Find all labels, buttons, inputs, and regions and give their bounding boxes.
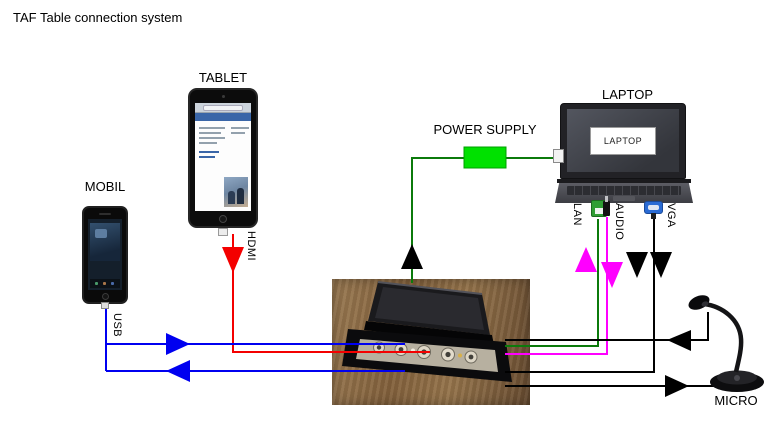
mobile-label: MOBIL (84, 179, 126, 194)
power-plug (553, 149, 564, 163)
tablet-illustration (188, 88, 258, 236)
laptop-keyboard-base (555, 183, 693, 203)
tablet-camera-icon (222, 95, 225, 98)
vga-arrow-down2-icon (650, 252, 672, 278)
micro-label: MICRO (714, 393, 758, 408)
power-arrow-up-icon (401, 244, 423, 269)
laptop-touchpad (613, 196, 635, 201)
phone-screen (88, 219, 122, 290)
page-title: TAF Table connection system (13, 10, 183, 25)
vga-connector-icon (644, 201, 663, 219)
usb-plug (101, 302, 109, 309)
micro-line-in (505, 312, 709, 341)
micro-arrow-left-icon (667, 330, 691, 351)
usb-label: USB (111, 313, 123, 338)
laptop-keyboard (567, 186, 681, 195)
tablet-label: TABLET (198, 70, 248, 85)
phone-home-button (101, 293, 109, 300)
audio-arrow-down-icon (601, 262, 623, 288)
mic-gooseneck (703, 301, 744, 373)
power-supply-label: POWER SUPPLY (433, 122, 537, 137)
audio-jack-icon (603, 196, 610, 216)
usb-arrow-left-icon (166, 360, 190, 382)
table-box-illustration (342, 281, 512, 382)
table-connection-box-photo (332, 279, 530, 405)
mobile-phone-illustration (82, 206, 128, 309)
laptop-label: LAPTOP (601, 87, 654, 102)
phone-speaker-icon (99, 213, 111, 215)
laptop-screen-text: LAPTOP (590, 126, 656, 155)
usb-arrow-right-icon (166, 333, 190, 355)
hdmi-plug (218, 228, 228, 236)
microphone-illustration (688, 295, 764, 392)
laptop-illustration: LAPTOP (553, 103, 693, 221)
laptop-screen: LAPTOP (560, 103, 686, 179)
mic-base-button (734, 375, 740, 381)
tablet-home-button (219, 215, 227, 223)
vga-label: VGA (665, 203, 677, 228)
tablet-webpage-photo (224, 177, 248, 207)
power-line (411, 157, 562, 283)
mic-capsule (688, 295, 710, 310)
power-supply-block (463, 146, 507, 169)
hdmi-arrow-down-icon (222, 247, 244, 273)
micro-arrow-right-icon (665, 375, 689, 397)
vga-arrow-down-icon (626, 252, 648, 278)
audio-arrow-up-icon (575, 247, 597, 272)
tablet-screen (195, 103, 251, 211)
hdmi-label: HDMI (245, 231, 257, 262)
